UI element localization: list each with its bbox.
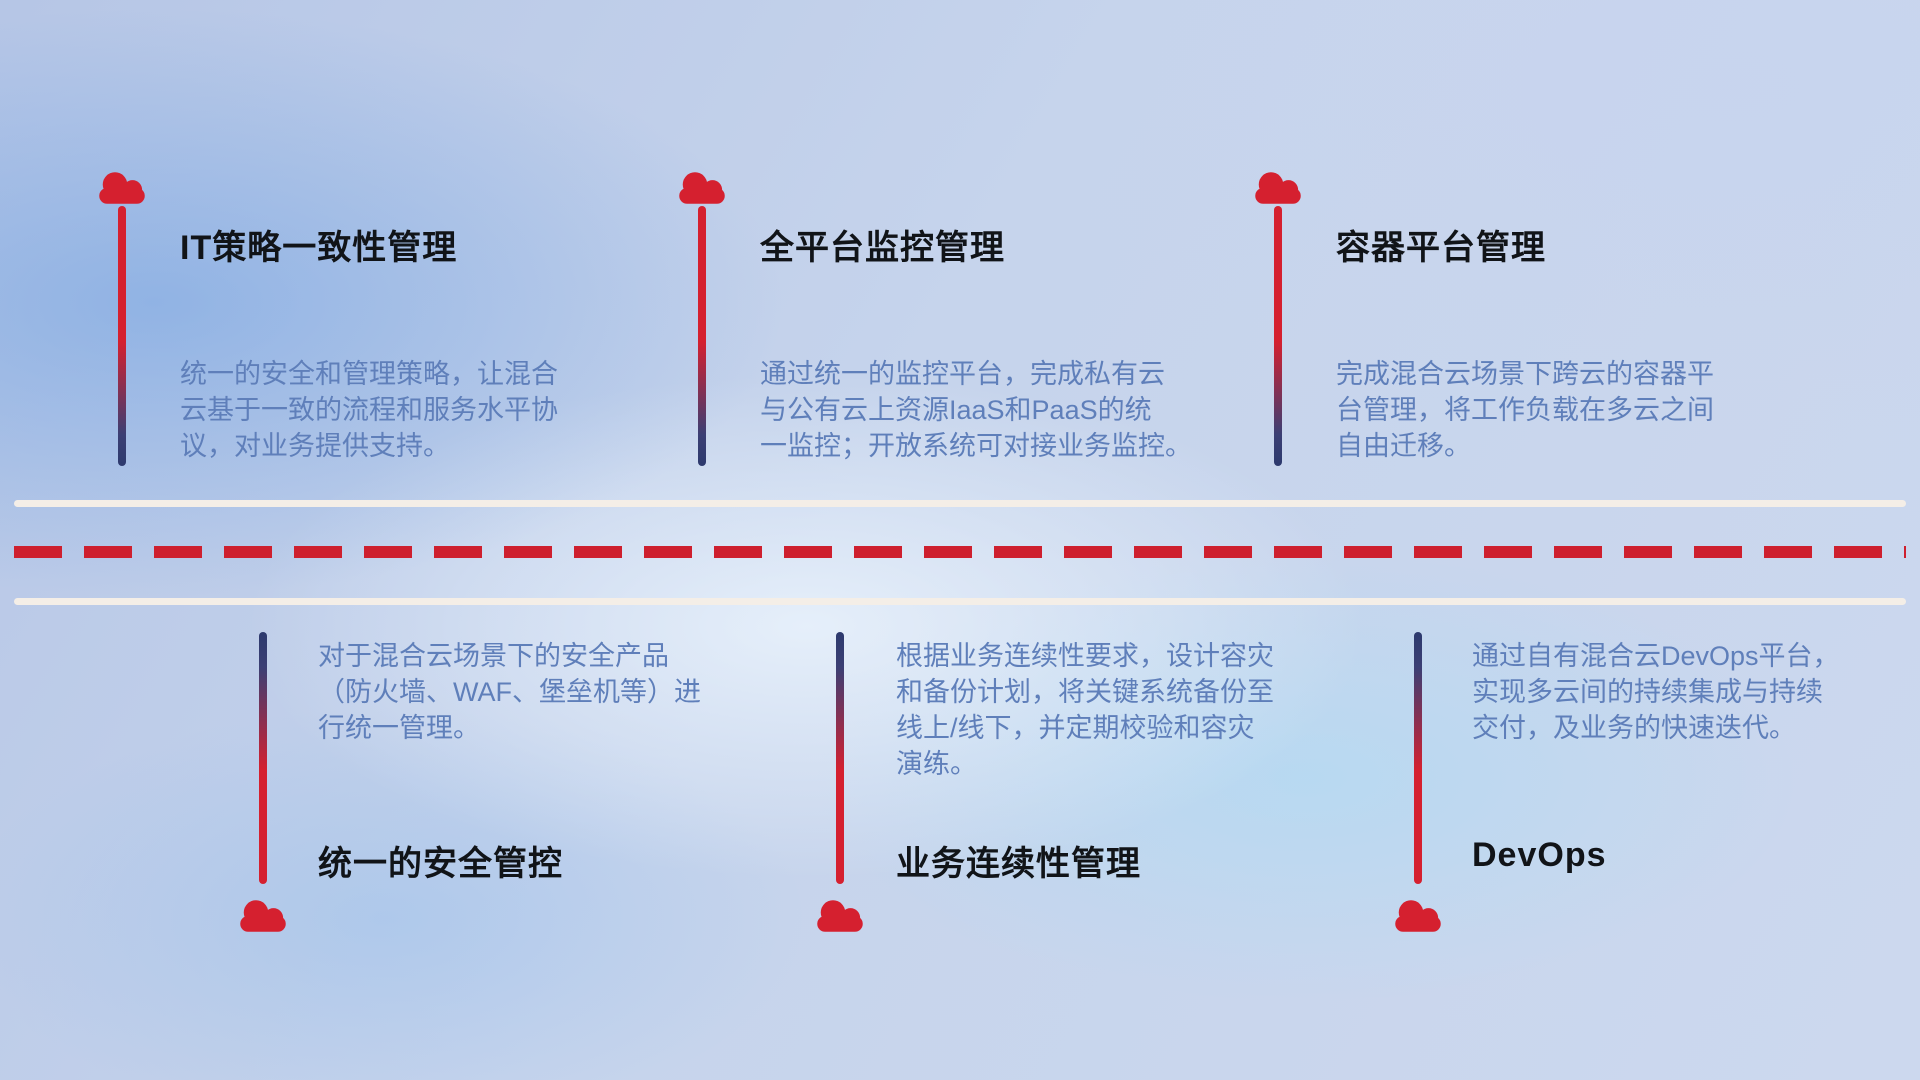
item-title: IT策略一致性管理 [180,229,458,267]
item-description: 根据业务连续性要求，设计容灾 和备份计划，将关键系统备份至 线上/线下，并定期校… [896,641,1274,779]
item-description: 完成混合云场景下跨云的容器平 台管理，将工作负载在多云之间 自由迁移。 [1336,359,1714,461]
connector-line [1274,206,1282,466]
divider-dashed-line [14,546,1906,558]
connector-line [836,632,844,884]
item-title: DevOps [1472,836,1607,874]
connector-line [1414,632,1422,884]
cloud-icon [94,168,150,208]
connector-line [118,206,126,466]
cloud-icon [812,896,868,936]
item-title: 统一的安全管控 [318,845,563,883]
item-description: 通过自有混合云DevOps平台， 实现多云间的持续集成与持续 交付，及业务的快速… [1472,641,1840,743]
divider-line-bottom [14,598,1906,605]
item-description: 统一的安全和管理策略，让混合 云基于一致的流程和服务水平协 议，对业务提供支持。 [180,359,558,461]
item-title: 全平台监控管理 [760,229,1005,267]
cloud-icon [235,896,291,936]
item-description: 通过统一的监控平台，完成私有云 与公有云上资源IaaS和PaaS的统 一监控；开… [760,359,1192,461]
cloud-icon [1250,168,1306,208]
divider-line-top [14,500,1906,507]
item-title: 容器平台管理 [1336,229,1546,267]
item-description: 对于混合云场景下的安全产品 （防火墙、WAF、堡垒机等）进 行统一管理。 [318,641,701,743]
connector-line [259,632,267,884]
cloud-icon [674,168,730,208]
cloud-icon [1390,896,1446,936]
item-title: 业务连续性管理 [896,845,1141,883]
connector-line [698,206,706,466]
